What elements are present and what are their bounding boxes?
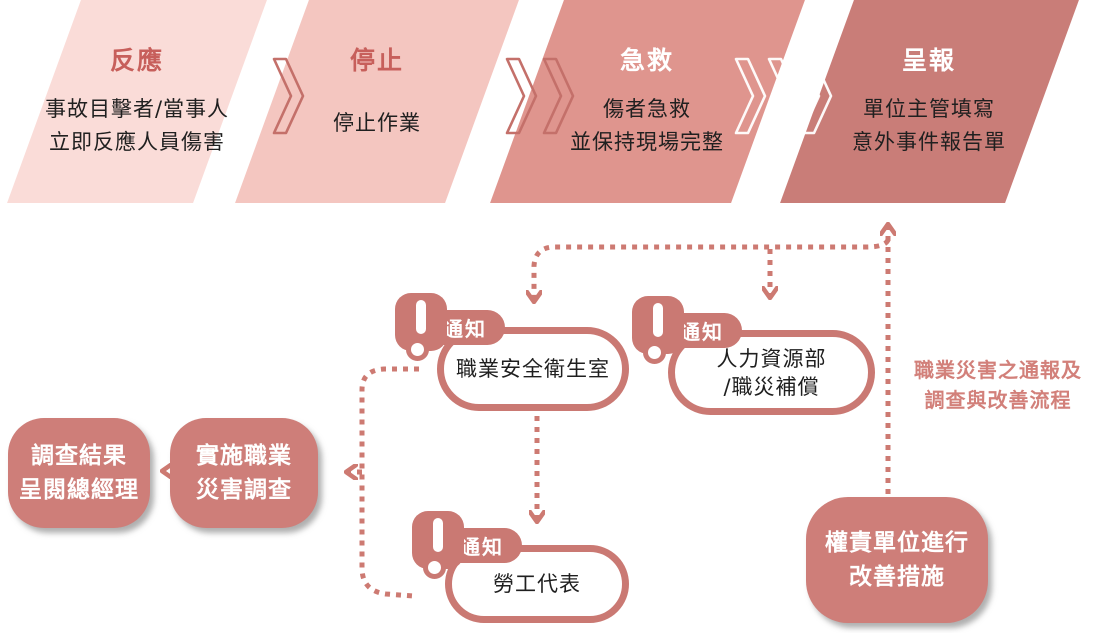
node-safety-office: 職業安全衛生室 bbox=[437, 327, 629, 411]
node-hr-compensation: 人力資源部 /職災補償 bbox=[668, 330, 875, 415]
exclamation-dot-icon bbox=[423, 556, 446, 579]
node-label: /職災補償 bbox=[723, 374, 820, 399]
step-title: 急救 bbox=[619, 46, 674, 75]
step-line: 立即反應人員傷害 bbox=[49, 130, 225, 154]
step-line: 停止作業 bbox=[333, 111, 421, 135]
chevron-separator-icon bbox=[505, 57, 538, 135]
chevron-separator-icon bbox=[272, 57, 305, 135]
side-process-label-line: 調查與改善流程 bbox=[924, 388, 1072, 412]
step-react: 反應 事故目擊者/當事人 立即反應人員傷害 bbox=[27, 0, 247, 203]
notify-badge: 通知 bbox=[395, 293, 535, 363]
node-label: 實施職業 bbox=[196, 443, 292, 469]
step-firstaid: 急救 傷者急救 並保持現場完整 bbox=[537, 0, 757, 203]
step-report: 呈報 單位主管填寫 意外事件報告單 bbox=[819, 0, 1039, 203]
exclamation-dot-icon bbox=[643, 341, 666, 364]
chevron-separator-icon bbox=[767, 57, 800, 135]
exclamation-icon bbox=[433, 518, 443, 552]
node-label: 調查結果 bbox=[31, 443, 127, 469]
node-label: 職業安全衛生室 bbox=[456, 357, 610, 381]
exclamation-icon bbox=[416, 300, 426, 334]
node-label: 人力資源部 bbox=[716, 346, 827, 371]
node-label: 勞工代表 bbox=[493, 572, 581, 596]
node-label: 災害調查 bbox=[196, 477, 292, 503]
side-process-label-line: 職業災害之通報及 bbox=[914, 358, 1082, 382]
node-improvement-measures: 權責單位進行 改善措施 bbox=[806, 497, 988, 623]
chevron-separator-icon bbox=[734, 57, 767, 135]
node-label: 改善措施 bbox=[849, 564, 945, 590]
step-title: 呈報 bbox=[901, 46, 956, 75]
node-implement-investigation: 實施職業 災害調查 bbox=[170, 418, 318, 528]
step-line: 並保持現場完整 bbox=[570, 130, 724, 154]
step-line: 意外事件報告單 bbox=[852, 130, 1006, 154]
side-process-label: 職業災害之通報及 調查與改善流程 bbox=[900, 355, 1096, 415]
step-title: 反應 bbox=[109, 46, 164, 75]
node-label: 權責單位進行 bbox=[825, 530, 969, 556]
step-title: 停止 bbox=[349, 46, 404, 75]
notify-badge-label: 通知 bbox=[680, 320, 724, 344]
node-label: 呈閱總經理 bbox=[19, 477, 139, 503]
step-stop: 停止 停止作業 bbox=[267, 0, 487, 203]
notify-badge: 通知 bbox=[412, 511, 552, 581]
step-line: 單位主管填寫 bbox=[863, 97, 995, 121]
notify-badge: 通知 bbox=[632, 296, 772, 366]
notify-badge-label: 通知 bbox=[460, 535, 504, 559]
chevron-separator-icon bbox=[542, 57, 575, 135]
exclamation-icon bbox=[653, 303, 663, 337]
chevron-separator-icon bbox=[800, 57, 833, 135]
notify-badge-label: 通知 bbox=[443, 317, 487, 341]
node-investigation-result: 調查結果 呈閱總經理 bbox=[8, 418, 150, 528]
exclamation-dot-icon bbox=[406, 338, 429, 361]
step-line: 事故目擊者/當事人 bbox=[44, 97, 230, 121]
step-line: 傷者急救 bbox=[603, 97, 691, 121]
